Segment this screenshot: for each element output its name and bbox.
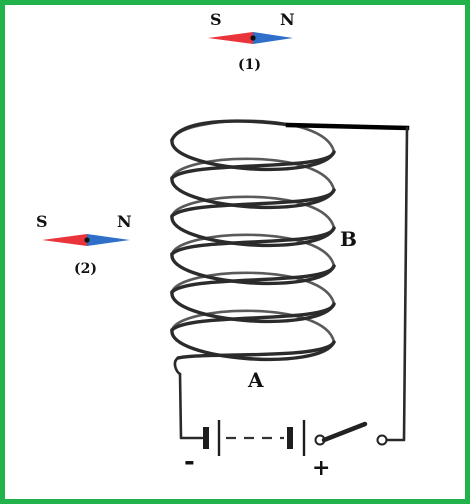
compass-1-north-label: N <box>280 10 295 29</box>
coil-loop-back <box>170 233 336 268</box>
compass-2-south-label: S <box>36 212 48 231</box>
switch <box>314 421 388 446</box>
compass-2-north-half <box>87 234 130 246</box>
solenoid-coil: A B <box>170 119 357 392</box>
coil-loop-front <box>170 290 336 324</box>
compass-1-pivot <box>250 35 256 41</box>
top-lead-wire <box>285 122 410 131</box>
coil-loop-back <box>170 271 336 306</box>
coil-bottom-lead <box>173 356 182 376</box>
compass-1: S N (1) <box>208 10 295 73</box>
circuit-wiring <box>178 122 410 442</box>
coil-loop-front <box>170 328 336 362</box>
compass-2-caption: (2) <box>74 261 97 277</box>
battery-cell-2-negative-plate <box>287 427 293 449</box>
solenoid-diagram: S N (1) S N (2) <box>36 10 410 481</box>
right-wire <box>384 126 409 442</box>
compass-1-caption: (1) <box>238 57 261 73</box>
coil-loop-front <box>170 264 336 294</box>
compass-1-north-half <box>253 32 293 44</box>
coil-loop-front <box>170 150 336 180</box>
battery-negative-label: - <box>184 447 195 477</box>
coil-loop-front <box>170 214 336 248</box>
end-b-label: B <box>340 227 357 251</box>
coil-loop-back <box>170 309 336 344</box>
compass-2-south-half <box>42 234 87 246</box>
coil-top-turn <box>170 119 292 142</box>
switch-right-terminal <box>376 434 388 446</box>
compass-1-south-label: S <box>210 10 222 29</box>
coil-last-turn <box>176 340 336 360</box>
coil-loop-front <box>170 176 336 210</box>
left-wire <box>178 372 204 440</box>
coil-loop-front <box>170 252 336 286</box>
coil-loop-back <box>170 195 336 230</box>
compass-2: S N (2) <box>36 212 132 277</box>
coil-loop-front <box>170 138 336 172</box>
switch-lever <box>321 421 368 443</box>
battery: - + <box>184 420 330 481</box>
battery-positive-label: + <box>312 455 330 481</box>
battery-cell-1-negative-plate <box>203 427 209 449</box>
coil-loop-front <box>170 302 336 332</box>
coil-loop-front <box>170 226 336 256</box>
compass-2-north-label: N <box>117 212 132 231</box>
compass-2-pivot <box>84 237 90 243</box>
coil-loop-back <box>170 157 336 192</box>
end-a-label: A <box>247 368 264 392</box>
compass-1-south-half <box>208 32 253 44</box>
coil-loop-front <box>170 188 336 218</box>
